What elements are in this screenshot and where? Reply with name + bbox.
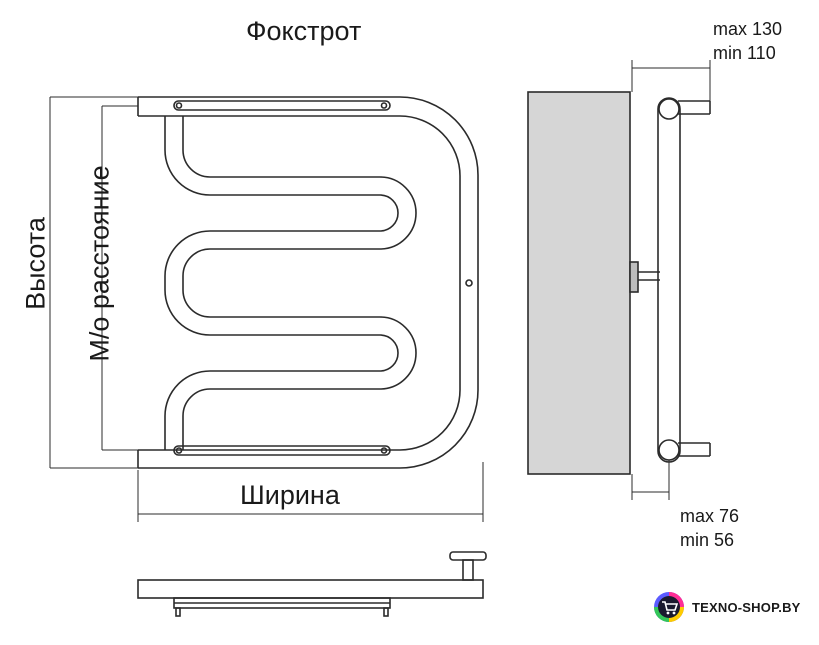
dimension-lines-front — [49, 96, 484, 522]
product-title: Фокстрот — [246, 16, 362, 46]
side-view — [527, 60, 711, 500]
offset-max-label: max 76 — [680, 506, 740, 526]
front-view — [137, 96, 479, 469]
brand-watermark: TEXNO-SHOP.BY — [652, 590, 801, 624]
width-label: Ширина — [240, 480, 340, 510]
depth-min-label: min 110 — [713, 43, 776, 63]
offset-min-label: min 56 — [680, 530, 735, 550]
top-view — [137, 551, 487, 617]
cart-logo-icon — [652, 590, 686, 624]
center-distance-label: М/о расстояние — [84, 165, 115, 362]
brand-name: TEXNO-SHOP.BY — [692, 599, 801, 615]
height-label: Высота — [20, 217, 51, 310]
depth-max-label: max 130 — [713, 19, 783, 39]
